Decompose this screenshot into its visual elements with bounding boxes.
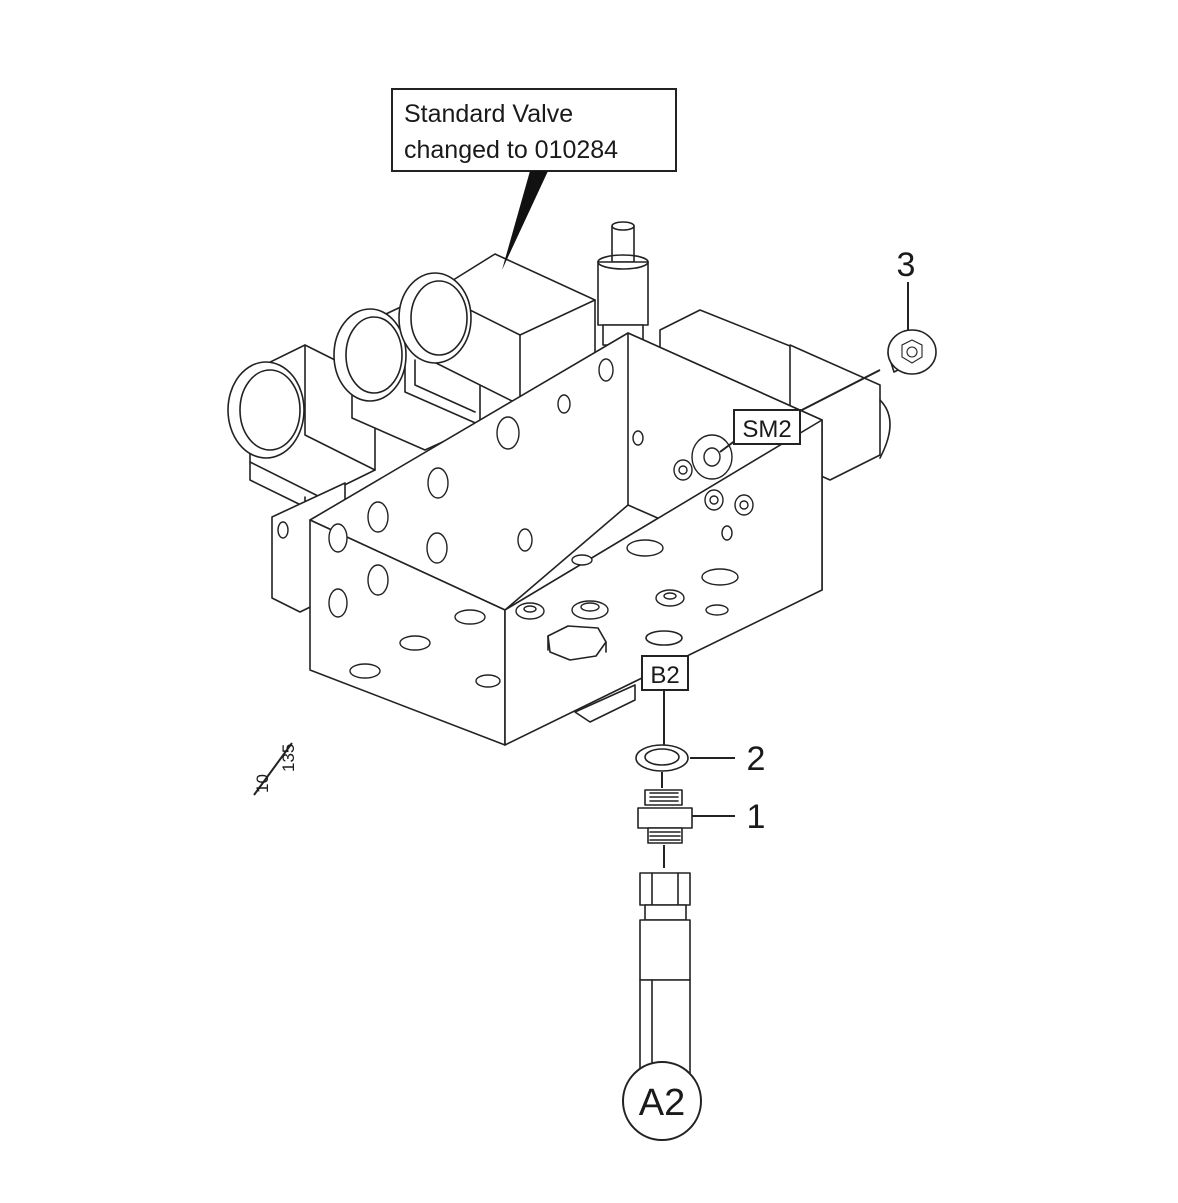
- connector-label-a2: A2: [622, 1061, 702, 1141]
- svg-text:A2: A2: [639, 1082, 685, 1124]
- cartridge-valve: [597, 221, 649, 346]
- drawing-ref-denominator: 135: [279, 744, 298, 772]
- port-label-b2: B2: [641, 655, 689, 691]
- port-label-sm2: SM2: [733, 409, 801, 445]
- callout-line-1: Standard Valve: [404, 100, 573, 128]
- hose-assembly: [639, 872, 691, 1076]
- callout-box: Standard Valve changed to 010284: [391, 88, 677, 270]
- svg-text:SM2: SM2: [742, 416, 791, 443]
- callout-line-2: changed to 010284: [404, 136, 618, 164]
- drawing-ref-slash: [253, 742, 293, 796]
- item-number-1: 1: [747, 798, 766, 836]
- drawing-reference: 10 135: [253, 744, 298, 793]
- drawing-ref-numerator: 10: [253, 774, 272, 793]
- adapter-fitting-item-1: [637, 789, 693, 844]
- b2-oring: [645, 630, 683, 646]
- seal-ring-item-2: [635, 744, 689, 772]
- solenoid-valve-standard: [398, 253, 596, 413]
- svg-text:B2: B2: [650, 662, 679, 689]
- leader-sm2: [797, 369, 881, 413]
- manifold-ports: [277, 358, 754, 688]
- screw-plug-item-3: [887, 329, 937, 375]
- item-number-2: 2: [747, 740, 766, 778]
- item-number-3: 3: [897, 246, 916, 284]
